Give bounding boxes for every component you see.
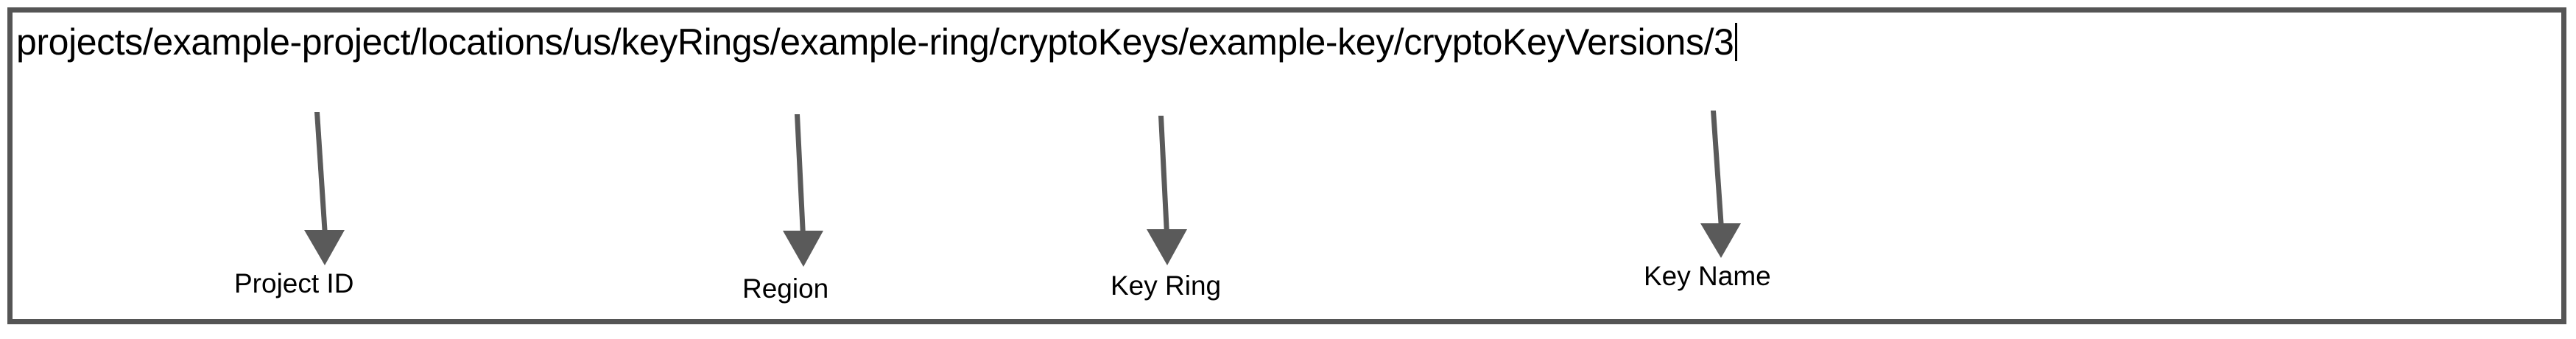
resource-name-text: projects/example-project/locations/us/ke… xyxy=(16,21,1734,63)
annotation-label-key-name: Key Name xyxy=(1644,261,1771,291)
annotation-label-key-ring: Key Ring xyxy=(1111,270,1222,301)
annotation-label-region: Region xyxy=(742,273,829,304)
resource-name-field[interactable]: projects/example-project/locations/us/ke… xyxy=(16,16,1738,68)
text-caret xyxy=(1735,23,1738,61)
annotation-label-project-id: Project ID xyxy=(234,268,354,298)
annotation-frame xyxy=(7,7,2566,324)
